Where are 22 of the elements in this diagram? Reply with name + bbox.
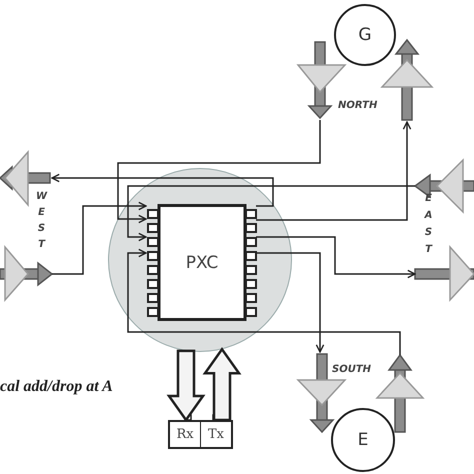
arrow	[256, 252, 324, 353]
arrow	[256, 121, 412, 221]
arrow	[127, 185, 415, 242]
node-label: G	[358, 25, 372, 45]
arrow	[52, 202, 147, 275]
hollow-arrow	[166, 350, 206, 422]
direction-label: EAST	[423, 193, 434, 261]
arrow	[256, 236, 416, 278]
amplifier-symbol	[382, 40, 432, 122]
node-label: PXC	[186, 252, 218, 272]
arrow	[127, 248, 401, 355]
amplifier-symbol	[0, 245, 52, 302]
caption-text: cal add/drop at A	[0, 378, 113, 396]
direction-label: NORTH	[338, 100, 378, 111]
direction-label: WEST	[36, 191, 47, 255]
arrow	[51, 174, 274, 207]
direction-label: SOUTH	[332, 364, 372, 375]
arrow	[117, 120, 321, 224]
node-label: Rx	[175, 426, 195, 444]
hollow-arrow	[202, 347, 242, 422]
switch-box	[147, 204, 257, 321]
node-label: E	[358, 430, 368, 450]
